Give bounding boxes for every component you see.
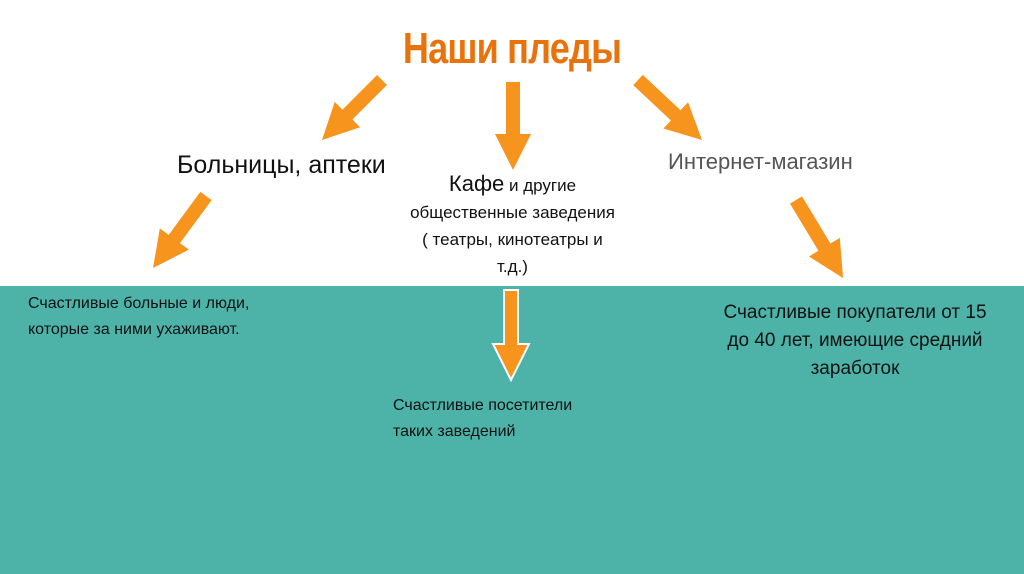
node-cafe: Кафе и другие общественные заведения ( т… <box>370 170 655 280</box>
result-line: Счастливые больные и люди, <box>28 295 250 312</box>
result-line: Счастливые посетители <box>393 397 573 414</box>
node-online-shop: Интернет-магазин <box>668 149 853 174</box>
node-cafe-main: Кафе <box>448 171 505 196</box>
result-line: заработок <box>810 358 900 379</box>
node-hospitals: Больницы, аптеки <box>177 151 386 179</box>
arrow-icon <box>495 82 531 170</box>
result-online: Счастливые покупатели от 15 до 40 лет, и… <box>690 299 1020 383</box>
node-cafe-line2: общественные заведения <box>410 203 615 222</box>
result-line: до 40 лет, имеющие средний <box>727 330 983 351</box>
arrow-icon <box>153 191 212 268</box>
page-title: Наши пледы <box>402 24 622 73</box>
result-line: таких заведений <box>393 423 516 440</box>
node-cafe-line4: т.д.) <box>497 257 528 276</box>
arrow-icon <box>633 74 702 140</box>
result-line: которые за ними ухаживают. <box>28 321 240 338</box>
arrow-icon <box>322 75 387 140</box>
result-line: Счастливые покупатели от 15 <box>723 302 987 323</box>
result-cafe: Счастливые посетители таких заведений <box>393 393 572 445</box>
result-hospitals: Счастливые больные и люди, которые за ни… <box>28 291 249 343</box>
node-cafe-line3: ( театры, кинотеатры и <box>422 230 603 249</box>
arrow-icon <box>491 289 531 383</box>
arrow-icon <box>790 196 843 278</box>
node-cafe-rest: и другие <box>504 176 577 195</box>
